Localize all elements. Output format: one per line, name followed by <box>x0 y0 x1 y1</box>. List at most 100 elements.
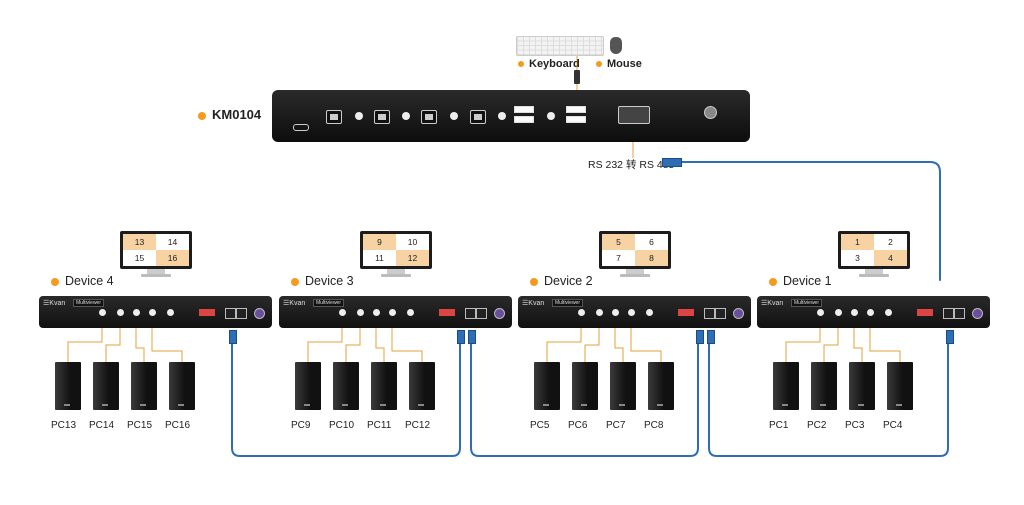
pc-cable <box>345 320 361 362</box>
screen-cell: 6 <box>649 237 654 247</box>
mouse-image <box>610 37 622 54</box>
screen-cell: 12 <box>396 250 429 266</box>
dip-switch-icon <box>917 309 933 316</box>
pc-cable <box>584 320 600 362</box>
quad-view: 13 14 15 16 <box>123 234 189 266</box>
pc-tower-icon <box>169 362 195 410</box>
rs485-plug-icon <box>468 330 476 344</box>
port-icon <box>851 309 858 316</box>
pc-tower-icon <box>131 362 157 410</box>
pc-label: PC4 <box>883 420 903 431</box>
pc-label: PC9 <box>291 420 311 431</box>
screen-cell: 8 <box>635 250 668 266</box>
rj45-port-icon <box>954 308 965 319</box>
rj45-port-icon <box>225 308 236 319</box>
rs485-plug-icon <box>946 330 954 344</box>
screen-cell: 1 <box>841 234 874 250</box>
monitor: 13 14 15 16 <box>120 231 192 277</box>
port-icon <box>167 309 174 316</box>
screen-cell: 13 <box>123 234 156 250</box>
rj45-port-icon <box>704 308 715 319</box>
port-icon <box>867 309 874 316</box>
pc-label: PC14 <box>89 420 115 431</box>
pc-tower-icon <box>572 362 598 410</box>
port-icon <box>339 309 346 316</box>
port-icon <box>596 309 603 316</box>
rs485-plug-icon <box>229 330 237 344</box>
screen-cell: 11 <box>375 253 384 263</box>
port-icon <box>612 309 619 316</box>
port-icon <box>885 309 892 316</box>
usb-b-port-icon <box>421 110 437 124</box>
pc-cable <box>67 320 103 362</box>
rs485-plug-icon <box>457 330 465 344</box>
port-icon <box>373 309 380 316</box>
knob-icon <box>972 308 983 319</box>
port-icon <box>357 309 364 316</box>
port-icon <box>117 309 124 316</box>
pc-label: PC6 <box>568 420 588 431</box>
port-icon <box>99 309 106 316</box>
usb-plug-icon <box>574 70 580 84</box>
pc-tower-icon <box>93 362 119 410</box>
screen-cell: 15 <box>134 253 145 263</box>
rs485-plug-icon <box>707 330 715 344</box>
pc-tower-icon <box>849 362 875 410</box>
rj45-port-icon <box>476 308 487 319</box>
pc-label: PC2 <box>807 420 827 431</box>
device-title: Device 2 <box>530 274 593 288</box>
dip-switch-icon <box>439 309 455 316</box>
pc-tower-icon <box>648 362 674 410</box>
pc-cable <box>375 320 385 362</box>
pc-cable <box>546 320 582 362</box>
screen-cell: 7 <box>616 253 621 263</box>
pc-cable <box>105 320 121 362</box>
device-title: Device 4 <box>51 274 114 288</box>
screen-cell: 16 <box>156 250 189 266</box>
port-icon <box>407 309 414 316</box>
pc-tower-icon <box>610 362 636 410</box>
pc-cable <box>853 320 863 362</box>
screen-cell: 14 <box>167 237 178 247</box>
pc-tower-icon <box>333 362 359 410</box>
knob-icon <box>254 308 265 319</box>
keyboard-label: Keyboard <box>518 58 580 70</box>
port-icon <box>149 309 156 316</box>
pc-label: PC13 <box>51 420 77 431</box>
screen-cell: 3 <box>855 253 860 263</box>
pc-label: PC1 <box>769 420 789 431</box>
pc-cable <box>391 320 423 362</box>
dip-switch-icon <box>678 309 694 316</box>
pc-label: PC5 <box>530 420 550 431</box>
port-icon <box>835 309 842 316</box>
knob-icon <box>733 308 744 319</box>
port-icon <box>389 309 396 316</box>
pc-cable <box>785 320 821 362</box>
port-icon <box>817 309 824 316</box>
pc-label: PC10 <box>329 420 355 431</box>
screen-cell: 2 <box>888 237 893 247</box>
pc-cable <box>151 320 183 362</box>
port-icon <box>578 309 585 316</box>
button-icon <box>547 112 555 120</box>
button-icon <box>450 112 458 120</box>
device-title: Device 3 <box>291 274 354 288</box>
rs-connector-icon <box>662 158 682 167</box>
screen-cell: 5 <box>602 234 635 250</box>
screen-cell: 10 <box>407 237 418 247</box>
pc-tower-icon <box>371 362 397 410</box>
pc-label: PC15 <box>127 420 153 431</box>
pc-cable <box>614 320 624 362</box>
button-icon <box>402 112 410 120</box>
km-switch-box <box>272 90 750 142</box>
pc-tower-icon <box>887 362 913 410</box>
device-title: Device 1 <box>769 274 832 288</box>
